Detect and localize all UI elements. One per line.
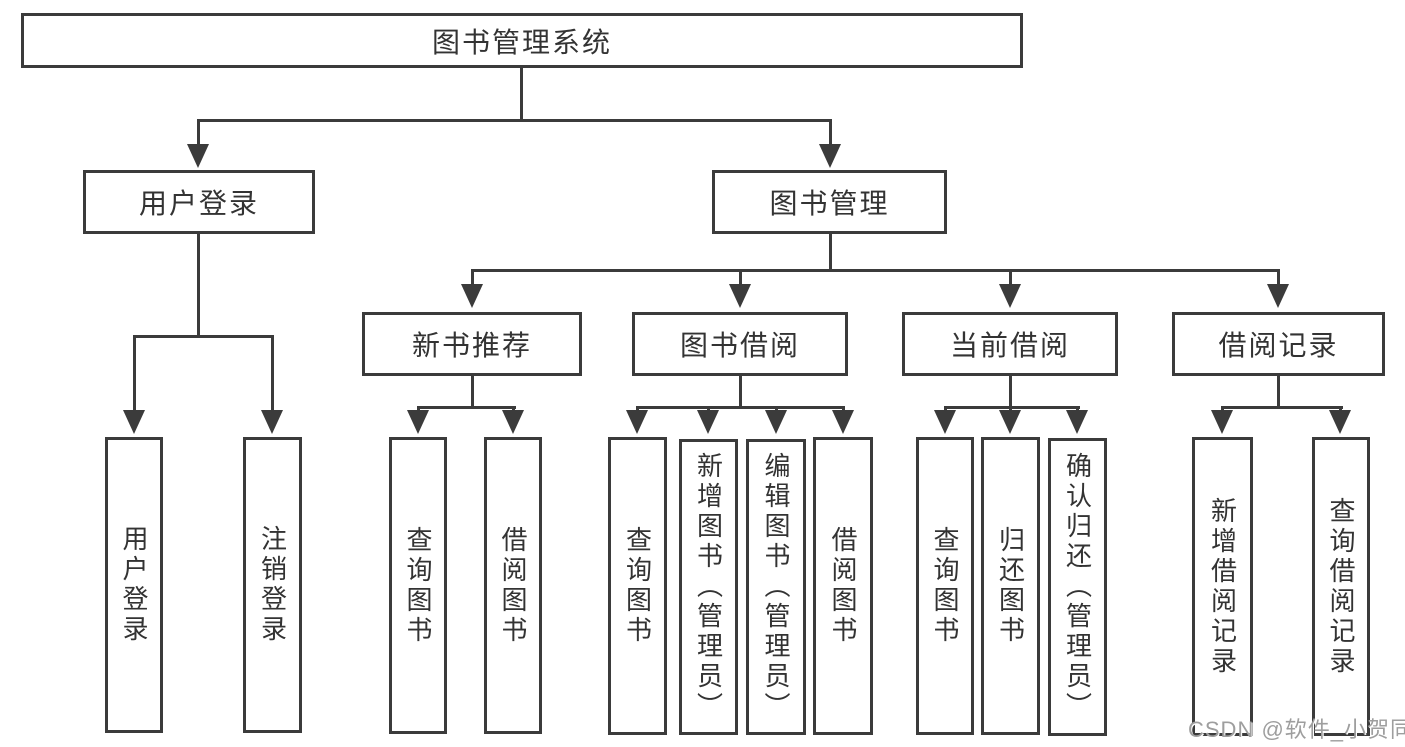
leaf-query-borrow-record-label: 查询借阅记录 [1326, 496, 1356, 677]
leaf-query-book-recommend: 查询图书 [389, 437, 447, 734]
connector-line [520, 68, 523, 120]
arrow-down-icon [729, 284, 751, 308]
connector-line [1221, 406, 1343, 409]
leaf-logout: 注销登录 [243, 437, 302, 733]
node-borrowing-records-label: 借阅记录 [1218, 330, 1339, 361]
leaf-borrow-book-borrowing-label: 借阅图书 [828, 526, 858, 646]
node-root: 图书管理系统 [21, 13, 1023, 68]
leaf-user-login-label: 用户登录 [119, 525, 149, 645]
connector-line [471, 269, 1280, 272]
leaf-borrow-book-recommend-label: 借阅图书 [498, 525, 528, 646]
arrow-down-icon [261, 410, 283, 434]
connector-line [471, 376, 474, 408]
connector-line [417, 406, 516, 409]
leaf-add-borrow-record-label: 新增借阅记录 [1207, 496, 1238, 677]
leaf-query-book-current: 查询图书 [916, 437, 974, 735]
node-root-label: 图书管理系统 [431, 26, 612, 58]
node-book-borrowing: 图书借阅 [632, 312, 848, 376]
arrow-down-icon [934, 410, 956, 434]
connector-line [471, 269, 474, 287]
connector-line [197, 119, 832, 122]
leaf-borrow-book-recommend: 借阅图书 [484, 437, 542, 734]
leaf-add-book-admin-label: 新增图书（管理员） [693, 452, 724, 722]
leaf-edit-book-admin: 编辑图书（管理员） [746, 439, 806, 735]
arrow-down-icon [832, 410, 854, 434]
leaf-confirm-return-admin: 确认归还（管理员） [1048, 438, 1107, 736]
leaf-borrow-book-borrowing: 借阅图书 [813, 437, 873, 735]
leaf-query-book-current-label: 查询图书 [930, 526, 960, 646]
leaf-user-login: 用户登录 [105, 437, 163, 733]
leaf-query-borrow-record: 查询借阅记录 [1312, 437, 1370, 736]
arrow-down-icon [819, 144, 841, 168]
arrow-down-icon [123, 410, 145, 434]
arrow-down-icon [1329, 410, 1351, 434]
leaf-return-book-label: 归还图书 [995, 526, 1026, 646]
connector-line [133, 335, 136, 412]
arrow-down-icon [1066, 410, 1088, 434]
connector-line [1277, 269, 1280, 287]
leaf-confirm-return-admin-label: 确认归还（管理员） [1062, 452, 1093, 722]
connector-line [829, 234, 832, 271]
connector-line [197, 119, 200, 147]
connector-line [1277, 376, 1280, 408]
connector-line [739, 376, 742, 408]
leaf-add-borrow-record: 新增借阅记录 [1192, 437, 1253, 736]
node-new-book-recommend: 新书推荐 [362, 312, 582, 376]
arrow-down-icon [502, 410, 524, 434]
leaf-query-book-borrowing: 查询图书 [608, 437, 667, 735]
connector-line [271, 335, 274, 412]
node-new-book-recommend-label: 新书推荐 [411, 330, 532, 361]
arrow-down-icon [765, 410, 787, 434]
arrow-down-icon [1267, 284, 1289, 308]
leaf-edit-book-admin-label: 编辑图书（管理员） [761, 452, 791, 722]
node-user-login-label: 用户登录 [138, 188, 259, 219]
node-book-management-label: 图书管理 [769, 188, 890, 219]
arrow-down-icon [999, 284, 1021, 308]
arrow-down-icon [187, 144, 209, 168]
arrow-down-icon [1211, 410, 1233, 434]
node-current-borrowing: 当前借阅 [902, 312, 1118, 376]
csdn-watermark: CSDN @软件_小贺同学 [1188, 717, 1405, 742]
connector-line [636, 406, 844, 409]
node-current-borrowing-label: 当前借阅 [949, 330, 1070, 361]
leaf-query-book-borrowing-label: 查询图书 [622, 526, 653, 646]
arrow-down-icon [697, 410, 719, 434]
leaf-return-book: 归还图书 [981, 437, 1040, 735]
connector-line [1009, 376, 1012, 408]
node-user-login: 用户登录 [83, 170, 315, 234]
arrow-down-icon [999, 410, 1021, 434]
leaf-add-book-admin: 新增图书（管理员） [679, 439, 738, 735]
arrow-down-icon [461, 284, 483, 308]
connector-line [1009, 269, 1012, 287]
leaf-logout-label: 注销登录 [257, 525, 288, 645]
node-book-borrowing-label: 图书借阅 [679, 330, 800, 361]
connector-line [133, 335, 274, 338]
connector-line [739, 269, 742, 287]
connector-line [197, 234, 200, 338]
arrow-down-icon [626, 410, 648, 434]
node-book-management: 图书管理 [712, 170, 947, 234]
arrow-down-icon [407, 410, 429, 434]
leaf-query-book-recommend-label: 查询图书 [403, 525, 433, 646]
connector-line [944, 406, 1080, 409]
node-borrowing-records: 借阅记录 [1172, 312, 1385, 376]
connector-line [829, 119, 832, 147]
